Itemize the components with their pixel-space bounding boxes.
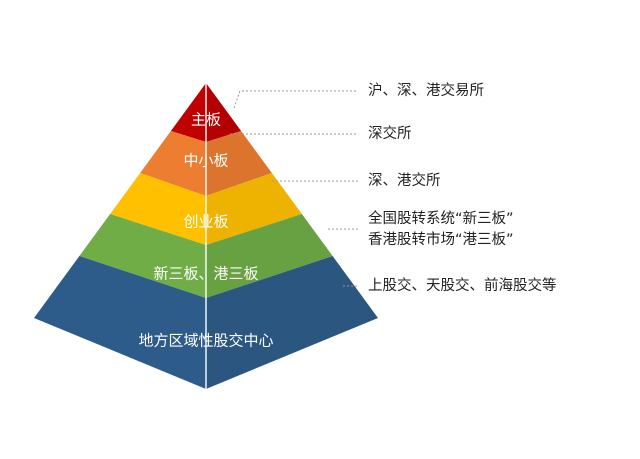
tier-4-label: 新三板、港三板 — [153, 265, 258, 283]
pyramid-faces — [34, 83, 378, 389]
tier-5-label: 地方区域性股交中心 — [138, 332, 273, 350]
annotation-4-line-1: 全国股转系统“新三板” — [368, 209, 514, 227]
tier-5-left-face — [34, 256, 206, 389]
annotation-1-line-1: 沪、深、港交易所 — [368, 81, 484, 99]
tier-1-label: 主板 — [191, 111, 221, 129]
annotation-4-line-2: 香港股转市场“港三板” — [368, 230, 514, 248]
tier-2-left-face — [140, 131, 206, 196]
annotation-3-line-1: 深、港交所 — [368, 171, 441, 189]
tier-3-right-face — [206, 173, 302, 245]
tier-2-right-face — [206, 131, 272, 196]
tier-1-right-face — [206, 83, 242, 142]
tier-4-right-face — [206, 214, 333, 298]
tier-1-left-face — [170, 83, 206, 142]
annotation-leaders — [230, 90, 358, 287]
annotation-1-leader — [233, 90, 358, 109]
tier-3-left-face — [110, 173, 206, 245]
tier-2-label: 中小板 — [183, 152, 228, 170]
tier-3-label: 创业板 — [183, 213, 228, 231]
tier-5-right-face — [206, 256, 378, 389]
annotation-2-line-1: 深交所 — [368, 124, 412, 142]
annotation-5-line-1: 上股交、天股交、前海股交等 — [368, 276, 557, 294]
tier-4-left-face — [79, 214, 206, 298]
